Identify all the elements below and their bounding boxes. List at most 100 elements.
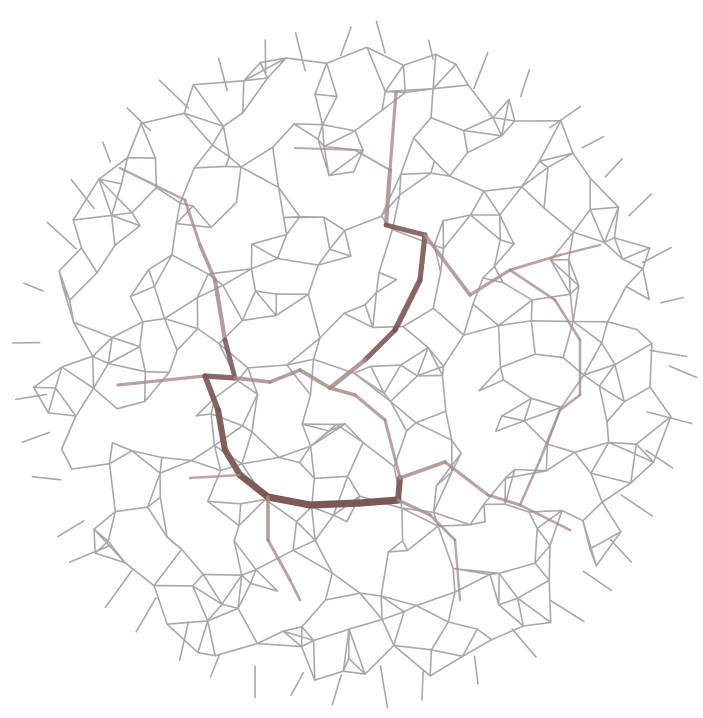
mesh-edge <box>344 423 364 444</box>
highlighted-path-edge <box>328 386 357 397</box>
mesh-edge <box>313 670 345 681</box>
mesh-edge <box>467 84 494 119</box>
mesh-edge <box>359 592 384 621</box>
mesh-edge <box>171 254 209 275</box>
mesh-edge <box>482 477 507 506</box>
mesh-edge <box>249 582 279 592</box>
mesh-edge <box>430 648 464 658</box>
mesh-edge <box>191 585 209 622</box>
highlighted-path-edge <box>353 393 387 422</box>
mesh-edge <box>493 265 504 284</box>
highlighted-path-edge <box>233 376 272 384</box>
mesh-edge-spur <box>511 628 537 658</box>
highlighted-path-edge <box>518 458 542 507</box>
mesh-edge <box>469 520 486 526</box>
mesh-edge <box>309 445 316 480</box>
highlighted-path-edge <box>383 167 393 228</box>
mesh-edge <box>429 648 433 677</box>
mesh-edge <box>206 607 239 622</box>
mesh-edge <box>406 525 439 552</box>
mesh-edge <box>442 214 472 222</box>
mesh-edge <box>399 172 432 176</box>
mesh-edge <box>635 415 672 445</box>
mesh-edge <box>582 519 598 567</box>
mesh-edge <box>250 257 279 270</box>
mesh-edge <box>243 61 262 82</box>
mesh-edge <box>504 468 516 506</box>
mesh-edge <box>598 385 608 423</box>
mesh-edge <box>508 98 516 122</box>
mesh-edge <box>129 295 144 323</box>
mesh-edge <box>108 462 117 513</box>
mesh-edge <box>482 265 496 279</box>
mesh-edge <box>321 123 356 132</box>
mesh-edge <box>362 441 396 468</box>
mesh-edge <box>567 231 575 261</box>
mesh-edge <box>213 444 222 472</box>
mesh-edge-spur <box>473 51 489 90</box>
mesh-edge-spur <box>549 105 582 129</box>
mesh-edge <box>523 406 563 422</box>
mesh-edge <box>292 539 317 552</box>
mesh-edge <box>572 152 592 179</box>
mesh-edge <box>159 456 163 474</box>
mesh-edge <box>613 206 620 239</box>
mesh-edge <box>163 296 199 320</box>
mesh-edge <box>259 57 287 64</box>
mesh-edge <box>383 364 402 395</box>
mesh-edge <box>93 510 117 531</box>
mesh-edge <box>582 374 601 387</box>
mesh-edge <box>317 123 324 140</box>
mesh-edge-spur <box>668 365 698 379</box>
mesh-edge <box>241 290 257 322</box>
mesh-edge <box>371 291 378 329</box>
mesh-edge <box>196 284 224 299</box>
mesh-edge <box>462 324 500 336</box>
mesh-edge-spur <box>294 32 306 72</box>
mesh-edge-spur <box>21 431 51 444</box>
mesh-edge-spur <box>649 349 688 358</box>
mesh-edge <box>392 644 433 651</box>
mesh-edge <box>298 215 325 218</box>
mesh-edge <box>528 511 539 530</box>
mesh-edge <box>391 228 436 247</box>
mesh-edge <box>381 610 405 621</box>
mesh-edge-spur <box>609 538 633 563</box>
mesh-edge <box>389 400 417 424</box>
mesh-edge <box>295 520 317 542</box>
mesh-edge <box>497 604 525 627</box>
highlighted-path-edge <box>508 253 562 272</box>
mesh-edge-spur <box>290 672 305 697</box>
mesh-edge <box>237 379 259 396</box>
mesh-edge <box>285 215 301 236</box>
mesh-edge <box>321 95 338 126</box>
mesh-edge <box>218 342 249 369</box>
mesh-edge <box>614 363 626 403</box>
mesh-edge <box>140 112 185 125</box>
mesh-edge <box>432 63 457 90</box>
mesh-edge <box>369 364 402 368</box>
mesh-edge <box>93 528 96 554</box>
mesh-edge <box>401 539 409 552</box>
mesh-edge <box>228 155 242 168</box>
highlighted-path-edge <box>398 460 447 480</box>
mesh-edge <box>155 186 181 204</box>
mesh-edge <box>430 87 434 119</box>
mesh-edge <box>342 628 350 673</box>
mesh-edge <box>161 456 193 462</box>
highlighted-path-edge <box>268 368 302 384</box>
mesh-edge <box>346 441 364 478</box>
mesh-edge <box>498 572 519 600</box>
highlighted-path-edge <box>354 149 391 171</box>
mesh-edge <box>254 290 277 317</box>
mesh-edge <box>159 459 193 474</box>
mesh-edge-spur <box>68 544 111 563</box>
mesh-edge-spur <box>31 475 62 481</box>
mesh-edge <box>601 482 632 504</box>
mesh-edge <box>129 285 156 298</box>
mesh-edge <box>314 539 334 574</box>
mesh-edge <box>207 500 242 505</box>
mesh-edge <box>582 341 603 376</box>
mesh-edge <box>502 379 533 400</box>
highlighted-path-edge <box>188 473 242 480</box>
